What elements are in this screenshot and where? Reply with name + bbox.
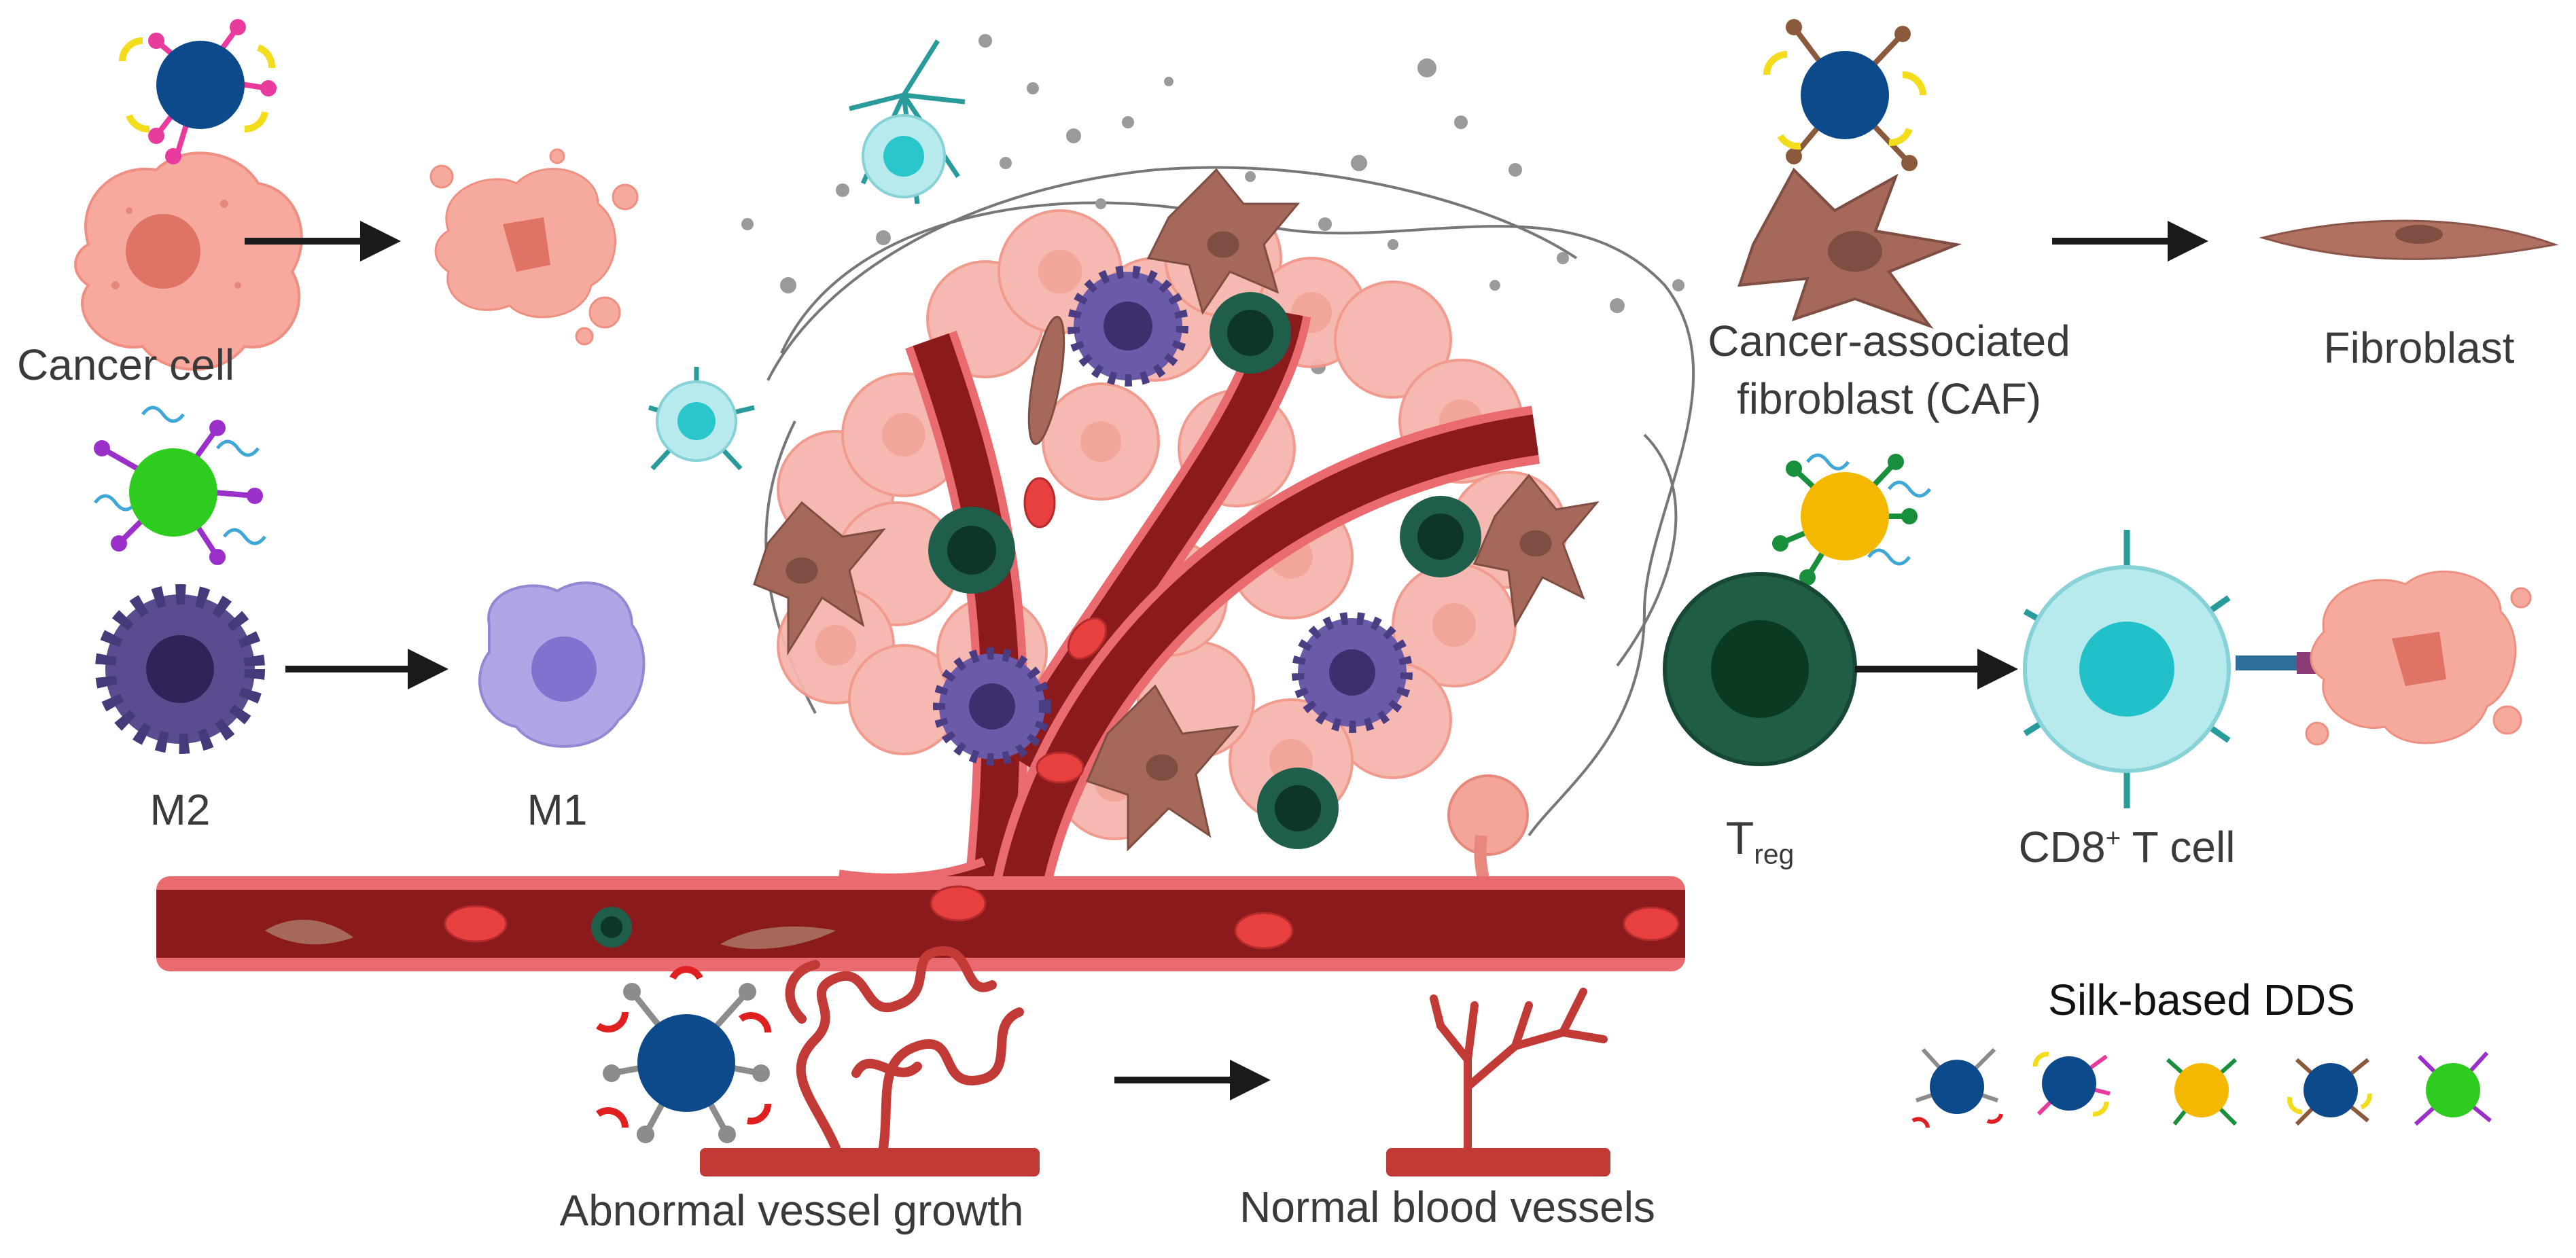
vessel-normalization-panel bbox=[596, 946, 1610, 1176]
label-dds-title: Silk-based DDS bbox=[2048, 975, 2355, 1024]
cancer-cell bbox=[74, 151, 303, 371]
dds-cancer-np bbox=[2032, 1052, 2111, 1117]
label-treg-main: T bbox=[1725, 812, 1754, 864]
tumor-tregs bbox=[928, 292, 1481, 849]
treg-cell bbox=[1663, 572, 1857, 766]
tumor-region bbox=[648, 34, 1695, 946]
tcell-panel bbox=[1663, 453, 2532, 808]
label-normal-vessels: Normal blood vessels bbox=[1239, 1183, 1655, 1232]
normal-vessels bbox=[1430, 988, 1608, 1152]
label-cd8-main: CD8 bbox=[2018, 823, 2106, 871]
label-abnormal-vessel: Abnormal vessel growth bbox=[559, 1186, 1024, 1235]
nanoparticle-vessel bbox=[596, 966, 771, 1143]
nanoparticle-macrophage bbox=[94, 406, 266, 565]
label-cd8: CD8+ T cell bbox=[2019, 825, 2236, 869]
dds-macrophage-np bbox=[2414, 1051, 2492, 1126]
dds-caf-np bbox=[2287, 1058, 2372, 1126]
label-treg-sub: reg bbox=[1754, 838, 1795, 870]
cancer-cell-panel bbox=[74, 19, 639, 371]
nanoparticle-caf bbox=[1763, 19, 1926, 171]
label-caf-line2: fibroblast (CAF) bbox=[1736, 374, 2042, 423]
dds-vessel-np bbox=[1911, 1047, 2003, 1128]
nanoparticle-treg bbox=[1772, 453, 1931, 586]
fibroblast-panel bbox=[1737, 19, 2559, 329]
label-cd8-rest: T cell bbox=[2121, 823, 2236, 871]
dds-legend bbox=[1911, 1047, 2492, 1128]
abnormal-vessels bbox=[785, 946, 1024, 1153]
label-cd8-sup: + bbox=[2105, 823, 2121, 853]
label-fibroblast: Fibroblast bbox=[2323, 323, 2515, 372]
caf-cell bbox=[1737, 167, 1962, 329]
cd8-cell bbox=[2023, 530, 2317, 808]
tumor-cd8-cells bbox=[648, 39, 966, 471]
normal-fibroblast bbox=[2259, 219, 2559, 260]
dds-treg-np bbox=[2166, 1058, 2238, 1126]
label-m2: M2 bbox=[149, 785, 211, 834]
main-blood-vessel bbox=[156, 876, 1685, 971]
tumor-fibroblasts bbox=[753, 168, 1600, 852]
m2-macrophage bbox=[95, 584, 265, 754]
label-treg: Treg bbox=[1726, 815, 1795, 868]
label-m1: M1 bbox=[527, 785, 588, 834]
label-caf-line1: Cancer-associated bbox=[1708, 317, 2070, 365]
target-cancer-cell bbox=[2305, 570, 2532, 746]
label-cancer-cell: Cancer cell bbox=[17, 340, 235, 389]
nanoparticle-cancer bbox=[119, 19, 277, 164]
m1-macrophage bbox=[478, 581, 646, 748]
lysed-cancer-cell bbox=[429, 148, 639, 346]
macrophage-panel bbox=[94, 406, 646, 754]
tumor-m2-macrophages bbox=[933, 266, 1413, 766]
